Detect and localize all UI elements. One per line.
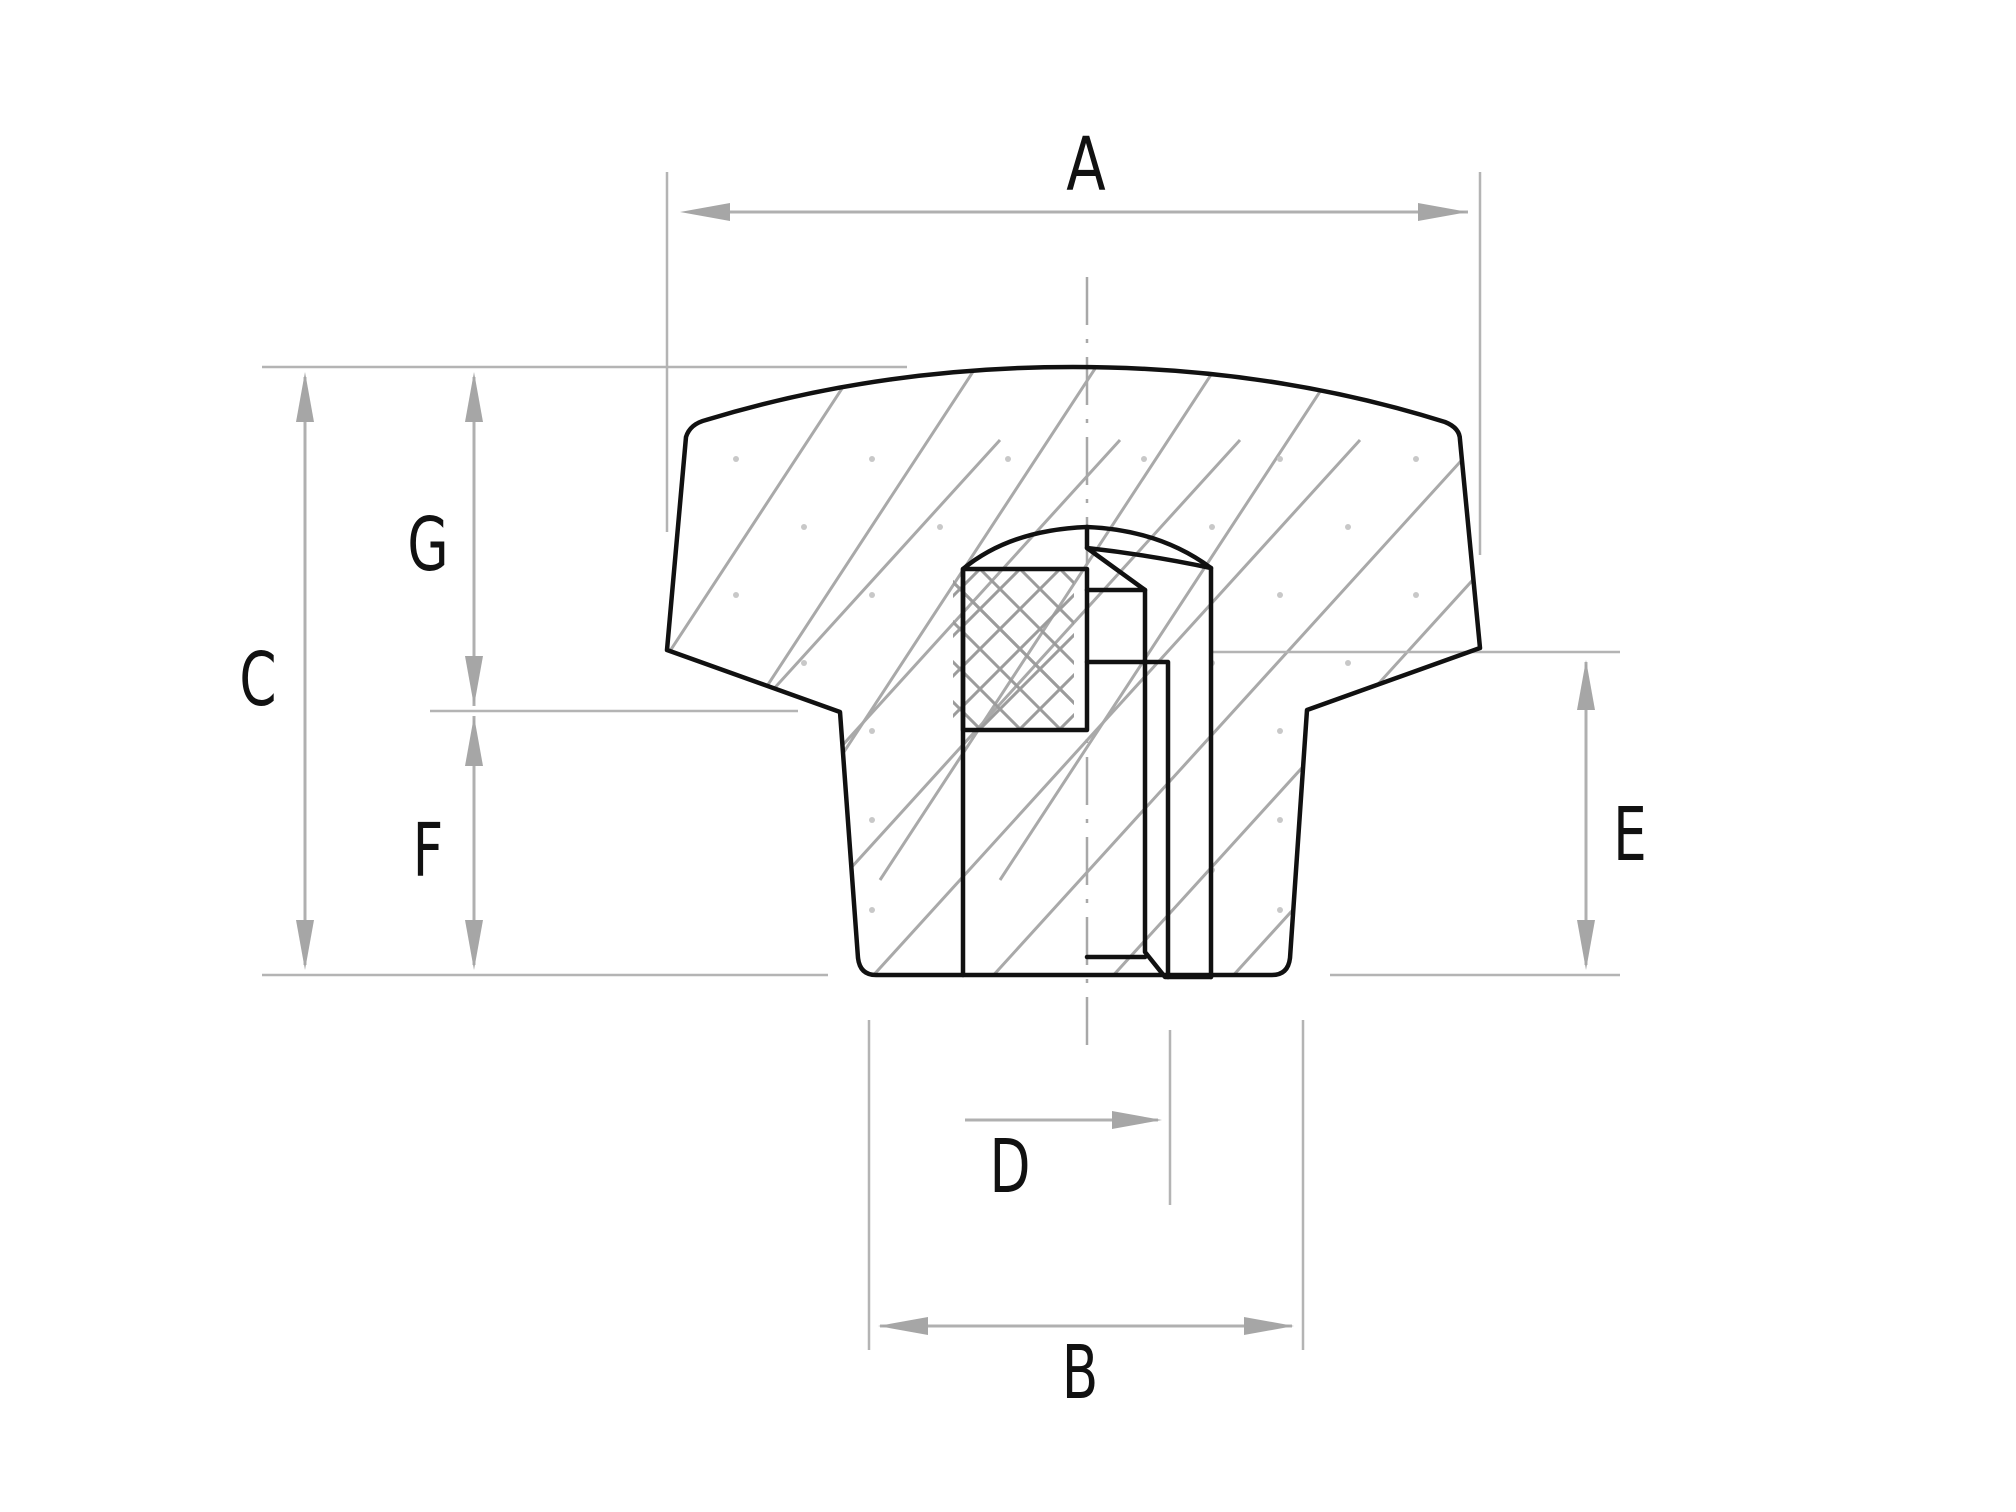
label-b: B [1062,1330,1099,1416]
extension-lines [262,172,1620,1350]
label-c: C [239,637,276,723]
label-g: G [407,502,448,588]
section-hatching [667,367,1480,977]
label-a: A [1066,121,1105,208]
insert-crosshatch [953,569,1074,730]
dimension-labels: A G C F E D B [239,121,1646,1416]
label-f: F [413,808,444,894]
threaded-insert [960,524,1214,980]
dimension-lines [296,203,1595,1335]
knob-outline [664,364,1483,978]
label-e: E [1613,792,1647,878]
fill-dots [733,456,1419,913]
label-d: D [989,1124,1030,1210]
